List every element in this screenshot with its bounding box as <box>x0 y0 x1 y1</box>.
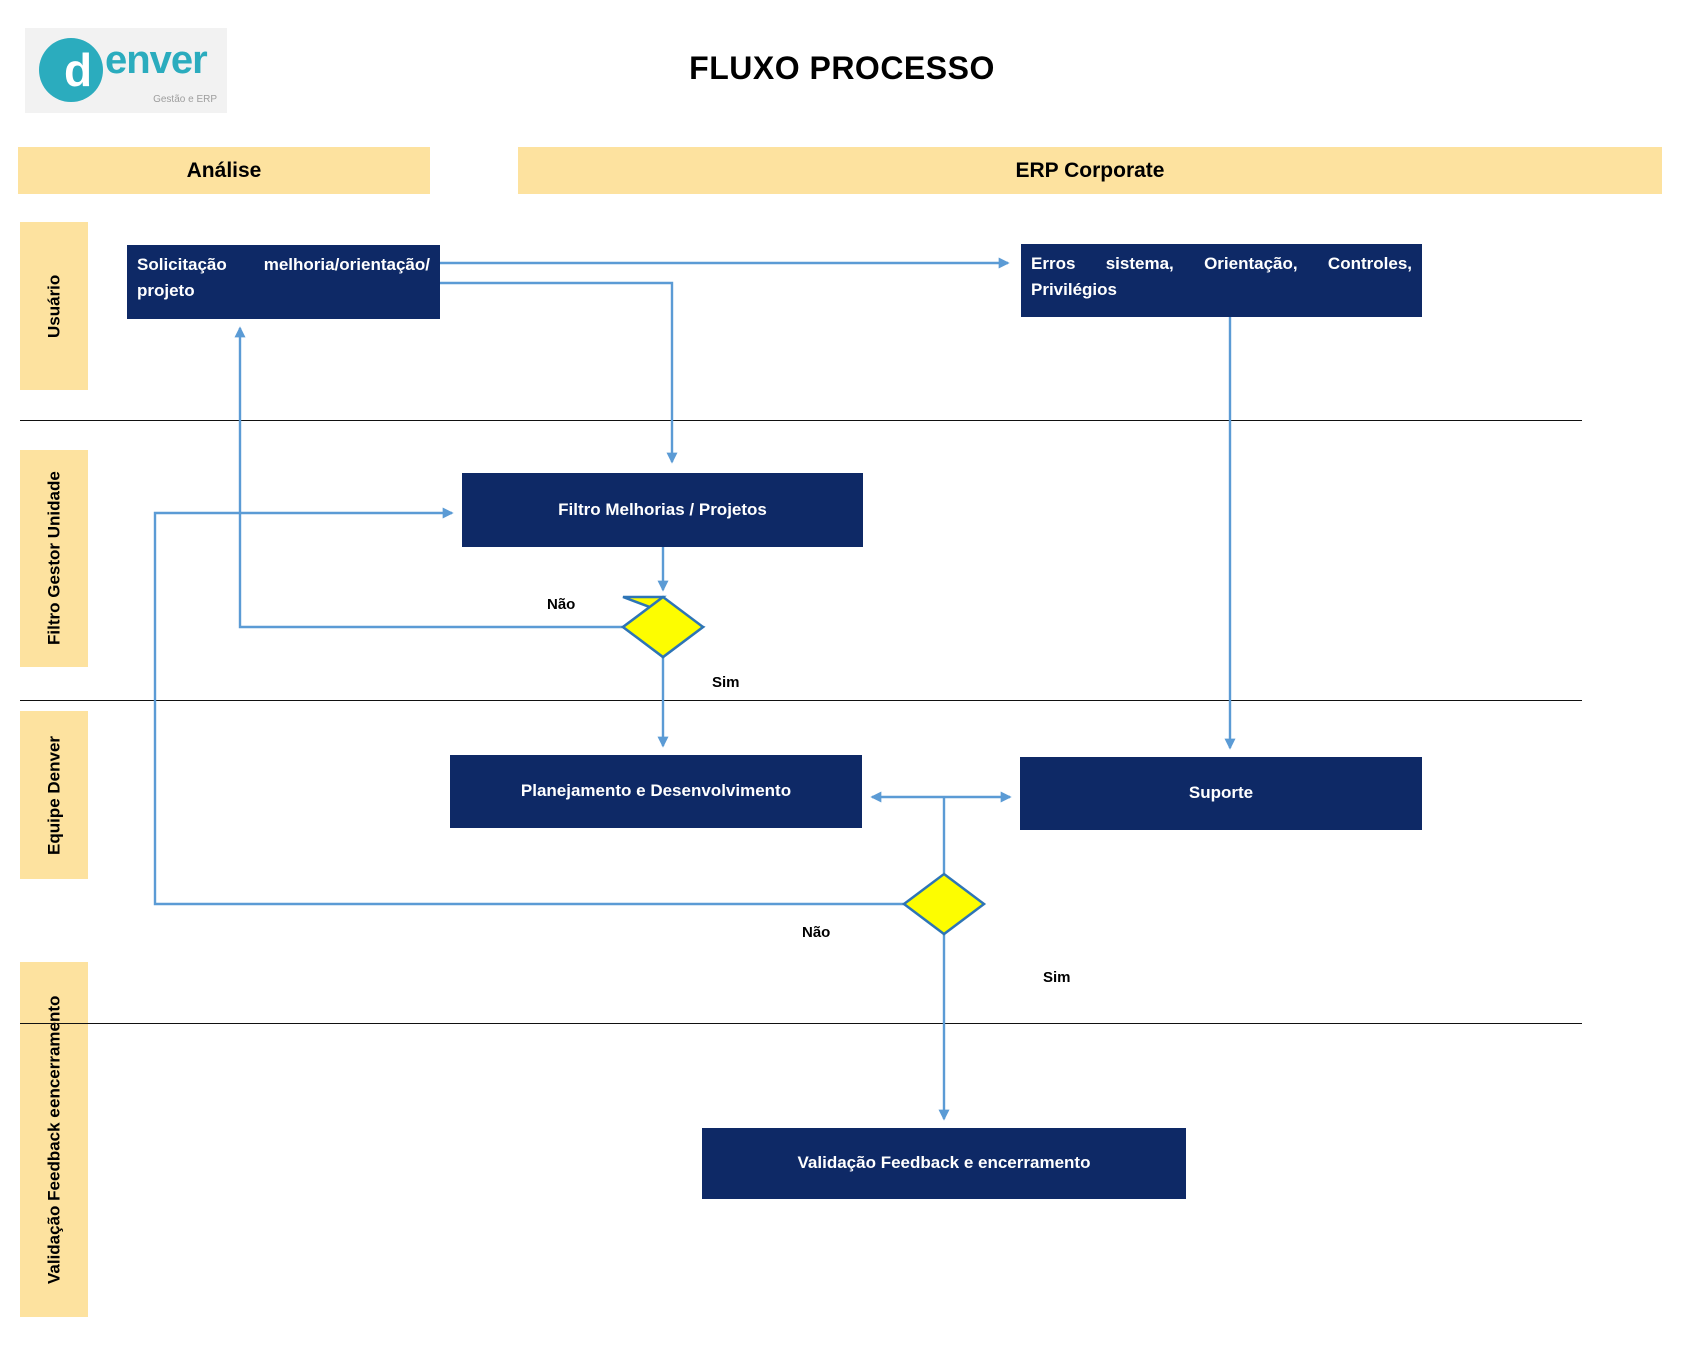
column-header-analise: Análise <box>18 147 430 194</box>
decision-diamond-feedback <box>901 872 987 936</box>
node-filtro-melhorias-projetos: Filtro Melhorias / Projetos <box>462 473 863 547</box>
edge-solicitacao-to-filtro <box>440 281 678 464</box>
lane-label-validacao-line2: encerramento <box>44 995 64 1108</box>
lane-divider <box>20 1023 1582 1024</box>
page-title: FLUXO PROCESSO <box>689 50 995 86</box>
node-solicitacao: Solicitação melhoria/orientação/ projeto <box>127 245 440 319</box>
denver-logo-wordmark: enver <box>105 38 208 82</box>
edge-decision-nao-to-filtro <box>153 507 904 906</box>
lane-label-filtro-gestor-unidade: Filtro Gestor Unidade <box>20 450 88 667</box>
lane-label-validacao-line1: Validação Feedback e <box>44 1107 64 1284</box>
node-suporte: Suporte <box>1020 757 1422 830</box>
denver-logo-d-glyph: d <box>63 44 93 96</box>
node-erros-sistema: Erros sistema, Orientação, Controles, Pr… <box>1021 244 1422 317</box>
lane-label-equipe-denver: Equipe Denver <box>20 711 88 879</box>
denver-logo-circle: d <box>39 38 103 102</box>
edge-label-sim-feedback: Sim <box>1043 969 1071 986</box>
lane-divider <box>20 700 1582 701</box>
edge-label-nao-feedback: Não <box>802 924 831 941</box>
denver-logo-tagline: Gestão e ERP <box>153 94 217 105</box>
lane-label-usuario: Usuário <box>20 222 88 390</box>
edge-label-sim-melhorias: Sim <box>712 674 740 691</box>
denver-logo: d enver Gestão e ERP <box>25 28 227 113</box>
node-validacao-feedback: Validação Feedback e encerramento <box>702 1128 1186 1199</box>
column-header-erp-corporate: ERP Corporate <box>518 147 1662 194</box>
lane-label-validacao-feedback: Validação Feedback e encerramento <box>20 962 88 1317</box>
decision-diamond-melhorias-shape <box>620 595 706 659</box>
node-planejamento-desenvolvimento: Planejamento e Desenvolvimento <box>450 755 862 828</box>
edge-label-nao-melhorias: Não <box>547 596 576 613</box>
lane-divider <box>20 420 1582 421</box>
decision-diamond-melhorias <box>620 595 706 659</box>
